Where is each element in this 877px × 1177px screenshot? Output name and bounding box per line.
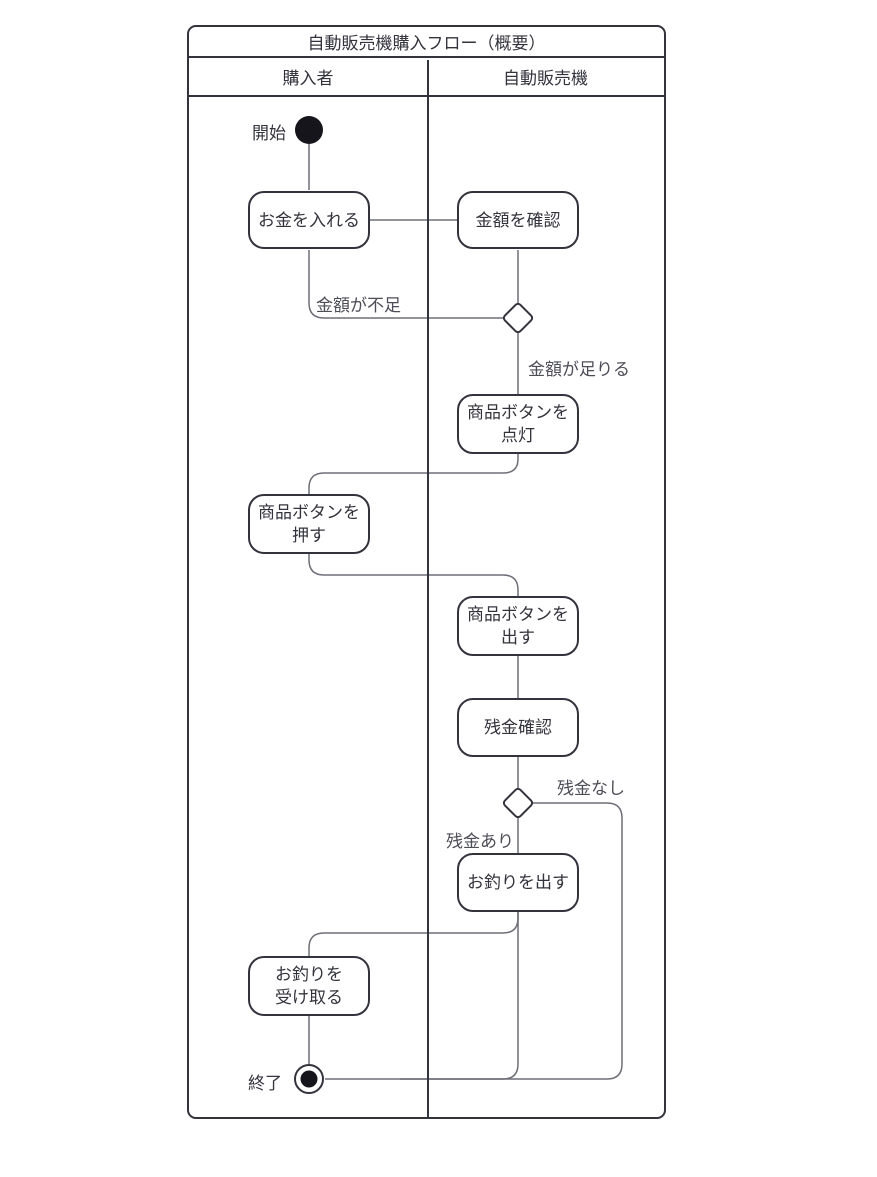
diagram-frame: 自動販売機購入フロー（概要） 購入者 自動販売機 (187, 25, 666, 1119)
lane-header-purchaser: 購入者 (282, 69, 334, 88)
node-check-amount: 金額を確認 (457, 191, 579, 249)
node-press-product-button: 商品ボタンを 押す (248, 494, 370, 554)
edge-label-has-balance: 残金あり (446, 832, 514, 851)
node-check-balance: 残金確認 (457, 698, 579, 757)
lane-divider (427, 60, 429, 1117)
node-dispense-product: 商品ボタンを 出す (457, 596, 579, 656)
diagram-title: 自動販売機購入フロー（概要） (189, 27, 664, 58)
node-insert-money: お金を入れる (248, 191, 370, 249)
node-receive-change: お釣りを 受け取る (248, 956, 370, 1016)
edge-label-insufficient: 金額が不足 (316, 296, 401, 315)
edge-label-no-balance: 残金なし (557, 779, 625, 798)
lane-header-row: 購入者 自動販売機 (189, 58, 664, 97)
lane-header-vending-machine: 自動販売機 (503, 69, 588, 88)
node-dispense-change: お釣りを出す (457, 853, 579, 912)
edge-label-sufficient: 金額が足りる (528, 360, 630, 379)
node-light-product-button: 商品ボタンを 点灯 (457, 394, 579, 454)
end-node-label: 終了 (248, 1074, 282, 1093)
start-node-label: 開始 (252, 124, 286, 143)
